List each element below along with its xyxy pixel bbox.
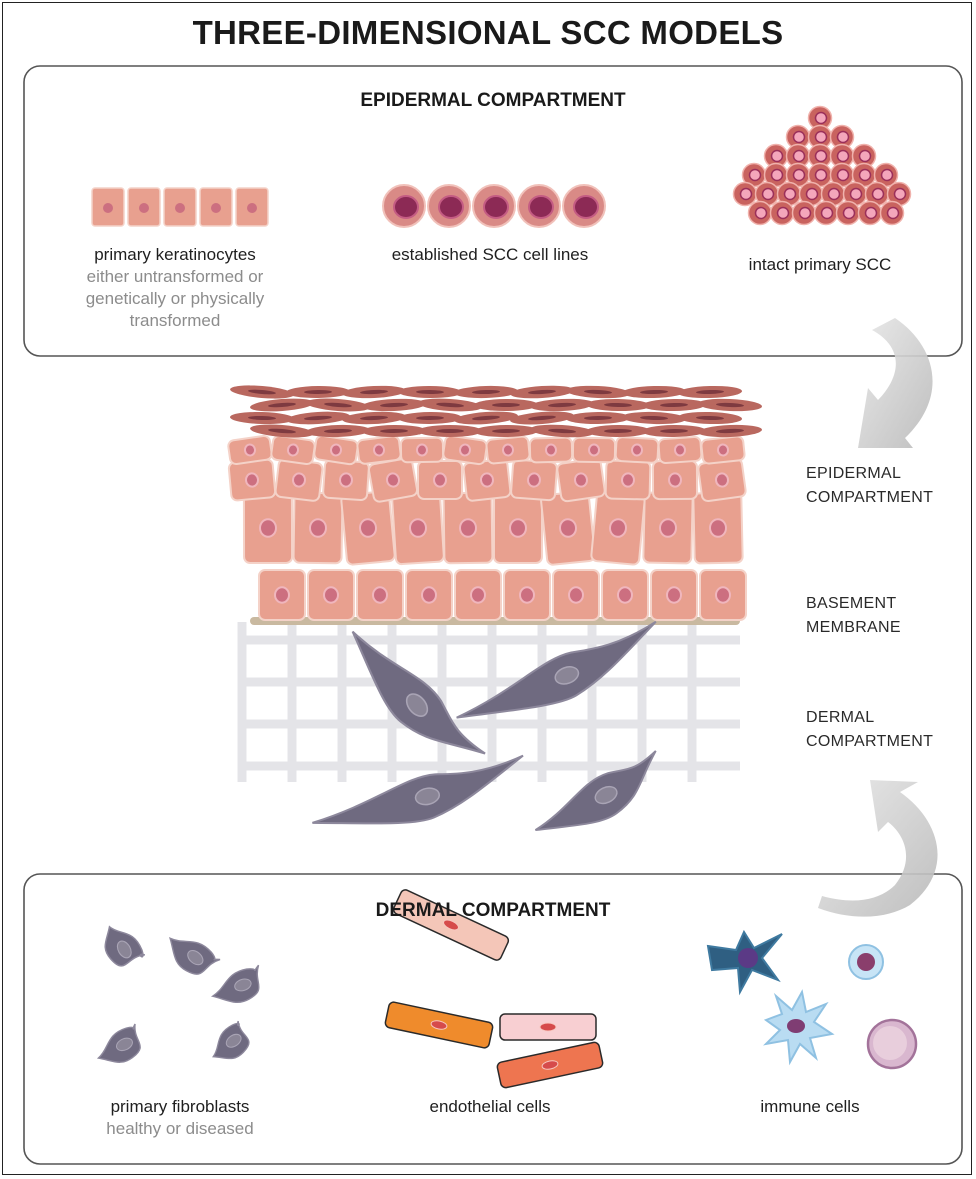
fibroblasts-label-block: primary fibroblasts healthy or diseased — [60, 1096, 300, 1140]
keratinocytes-note: either untransformed or genetically or p… — [45, 266, 305, 332]
primary-scc-label: intact primary SCC — [720, 254, 920, 276]
fibroblasts-note: healthy or diseased — [60, 1118, 300, 1140]
endothelial-label: endothelial cells — [380, 1096, 600, 1118]
scc-lines-label: established SCC cell lines — [370, 244, 610, 266]
immune-label: immune cells — [720, 1096, 900, 1118]
keratinocytes-label: primary keratinocytes — [45, 244, 305, 266]
basement-membrane-label: BASEMENT MEMBRANE — [806, 592, 926, 640]
keratinocytes-label-block: primary keratinocytes either untransform… — [45, 244, 305, 332]
epidermal-compartment-label: EPIDERMAL COMPARTMENT — [806, 462, 956, 510]
figure-title: THREE-DIMENSIONAL SCC MODELS — [0, 14, 976, 52]
fibroblasts-label: primary fibroblasts — [60, 1096, 300, 1118]
dermal-compartment-label: DERMAL COMPARTMENT — [806, 706, 956, 754]
epidermal-panel-heading: EPIDERMAL COMPARTMENT — [24, 90, 962, 112]
dermal-panel-heading: DERMAL COMPARTMENT — [24, 900, 962, 922]
